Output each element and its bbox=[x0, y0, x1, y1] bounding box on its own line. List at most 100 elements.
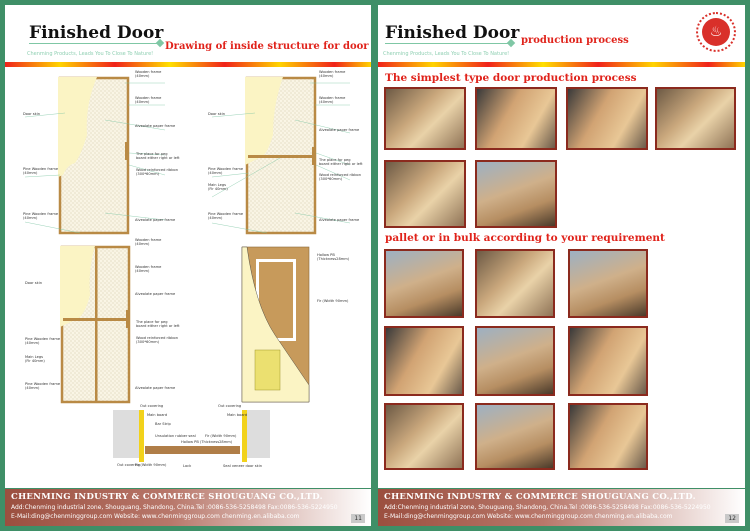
section-label: Lock bbox=[183, 464, 192, 468]
page-number: 11 bbox=[351, 514, 365, 523]
d3-label: Alveolate paper frame bbox=[135, 292, 176, 296]
section-label: Out covering bbox=[117, 463, 140, 467]
d1-label: Wooden frame bbox=[135, 96, 162, 100]
d3-label: Pine Wooden frame bbox=[25, 337, 61, 341]
d3-label: Door skin bbox=[25, 281, 42, 285]
d3-label: (40mm) bbox=[135, 242, 150, 246]
process-photo bbox=[384, 87, 466, 150]
d3-label: Pine Wooden frame bbox=[25, 382, 61, 386]
company-contact: E-Mail:ding@chenminggroup.com Website: w… bbox=[384, 513, 673, 520]
process-photo bbox=[384, 160, 466, 228]
packing-photo bbox=[384, 249, 464, 318]
d3-label: Wood reinforced ribbon bbox=[136, 336, 178, 340]
d2-label: Wooden frame bbox=[319, 70, 346, 74]
page-title: Finished Door bbox=[29, 23, 164, 43]
company-seal-logo: ♨ bbox=[696, 12, 736, 52]
d3-label: (Fir 40mm) bbox=[25, 359, 45, 363]
company-contact: E-Mail:ding@chenminggroup.com Website: w… bbox=[11, 513, 300, 520]
d2-label: The place for peg bbox=[318, 158, 351, 162]
d1-label: Wood reinforced ribbon bbox=[136, 168, 178, 172]
process-photo bbox=[655, 87, 736, 150]
d2-label: Wooden frame bbox=[319, 96, 346, 100]
section-heading-process: The simplest type door production proces… bbox=[385, 72, 637, 84]
d3-label: Wooden frame bbox=[135, 265, 162, 269]
color-stripe bbox=[378, 62, 745, 67]
section-heading-packing: pallet or in bulk according to your requ… bbox=[385, 232, 665, 244]
d1-label: (40mm) bbox=[23, 216, 38, 220]
door-cross-section: Out covering Main board Bar Strip Unsula… bbox=[113, 404, 270, 468]
d2-label: Alveolate paper frame bbox=[319, 218, 360, 222]
d1-label: Wooden frame bbox=[135, 70, 162, 74]
d3-label: (40mm) bbox=[25, 341, 40, 345]
d2-label: Alveolate paper frame bbox=[319, 128, 360, 132]
title-underline bbox=[385, 43, 510, 44]
d3-label: Alveolate paper frame bbox=[135, 386, 176, 390]
d1-label: board either right or left bbox=[136, 156, 180, 160]
d2-label: Pine Wooden frame bbox=[208, 167, 244, 171]
process-photo bbox=[566, 87, 648, 150]
door-structure-drawings: Wooden frame(40mm) Wooden frame(40mm) Al… bbox=[23, 70, 363, 468]
d2-label: (40mm) bbox=[208, 216, 223, 220]
title-underline bbox=[29, 43, 159, 44]
section-label: Out covering bbox=[218, 404, 241, 408]
d1-label: Door skin bbox=[23, 112, 40, 116]
d1-label: (40mm) bbox=[135, 100, 150, 104]
slogan: Chenming Products, Leads You To Close To… bbox=[27, 51, 154, 57]
section-label: Out covering bbox=[140, 404, 163, 408]
section-label: Seal veneer door skin bbox=[223, 464, 262, 468]
d2-label: (Fir 40mm) bbox=[208, 187, 228, 191]
process-photo bbox=[475, 160, 557, 228]
d3-label: The place for peg bbox=[135, 320, 168, 324]
section-label: Main board bbox=[147, 413, 167, 417]
packing-photo bbox=[568, 249, 648, 318]
color-stripe bbox=[5, 62, 371, 67]
company-name: CHENMING INDUSTRY & COMMERCE SHOUGUANG C… bbox=[384, 492, 696, 502]
footer-right: CHENMING INDUSTRY & COMMERCE SHOUGUANG C… bbox=[378, 489, 745, 526]
packing-photo bbox=[475, 249, 555, 318]
section-label: Fir (Width 90mm) bbox=[135, 463, 167, 467]
d2-label: (40mm) bbox=[319, 100, 334, 104]
packing-photo bbox=[384, 403, 464, 470]
d1-label: Pine Wooden frame bbox=[23, 167, 59, 171]
d2-label: (40mm) bbox=[319, 74, 334, 78]
d1-label: (300*60mm) bbox=[136, 172, 160, 176]
d1-label: (40mm) bbox=[23, 171, 38, 175]
packing-photo bbox=[568, 403, 648, 470]
page-subtitle: production process bbox=[521, 35, 629, 46]
left-page: Finished Door Drawing of inside structur… bbox=[5, 5, 371, 488]
d1-label: The place for peg bbox=[135, 152, 168, 156]
d1-label: Alveolate paper frame bbox=[135, 124, 176, 128]
d3-label: Main Legs bbox=[25, 355, 43, 359]
door-diagram-1: Wooden frame(40mm) Wooden frame(40mm) Al… bbox=[23, 70, 180, 235]
d3-label: Wooden frame bbox=[135, 238, 162, 242]
section-label: Fir (Width 90mm) bbox=[205, 434, 237, 438]
packing-photo bbox=[568, 326, 648, 396]
door-diagram-2: Wooden frame(40mm) Wooden frame(40mm) Al… bbox=[208, 70, 363, 235]
packing-photo bbox=[475, 403, 555, 470]
company-address: Add:Chenming industrial zone, Shouguang,… bbox=[11, 504, 338, 511]
d4-label: (Thickness28mm) bbox=[317, 257, 350, 261]
company-name: CHENMING INDUSTRY & COMMERCE SHOUGUANG C… bbox=[11, 492, 323, 502]
d2-label: (40mm) bbox=[208, 171, 223, 175]
section-label: Hollow PB (Thickness28mm) bbox=[181, 440, 233, 444]
d1-label: (40mm) bbox=[135, 74, 150, 78]
footer-left: CHENMING INDUSTRY & COMMERCE SHOUGUANG C… bbox=[5, 489, 371, 526]
d4-label: Fir (Width 90mm) bbox=[317, 299, 349, 303]
door-diagram-3: Wooden frame(40mm) Wooden frame(40mm) Al… bbox=[25, 238, 180, 404]
d3-label: board either right or left bbox=[136, 324, 180, 328]
d3-label: (40mm) bbox=[25, 386, 40, 390]
d1-label: Pine Wooden frame bbox=[23, 212, 59, 216]
d2-label: board either right or left bbox=[319, 162, 363, 166]
d3-label: (40mm) bbox=[135, 269, 150, 273]
d3-label: (300*60mm) bbox=[136, 340, 160, 344]
process-photo bbox=[475, 87, 557, 150]
d1-label: Alveolate paper frame bbox=[135, 218, 176, 222]
section-label: Main board bbox=[227, 413, 247, 417]
d2-label: (300*60mm) bbox=[319, 177, 343, 181]
d2-label: Main Legs bbox=[208, 183, 226, 187]
d4-label: Hollow PB bbox=[317, 253, 335, 257]
d2-label: Wood reinforced ribbon bbox=[319, 173, 361, 177]
d2-label: Door skin bbox=[208, 112, 225, 116]
d2-label: Pine Wooden frame bbox=[208, 212, 244, 216]
packing-photo bbox=[384, 326, 464, 396]
